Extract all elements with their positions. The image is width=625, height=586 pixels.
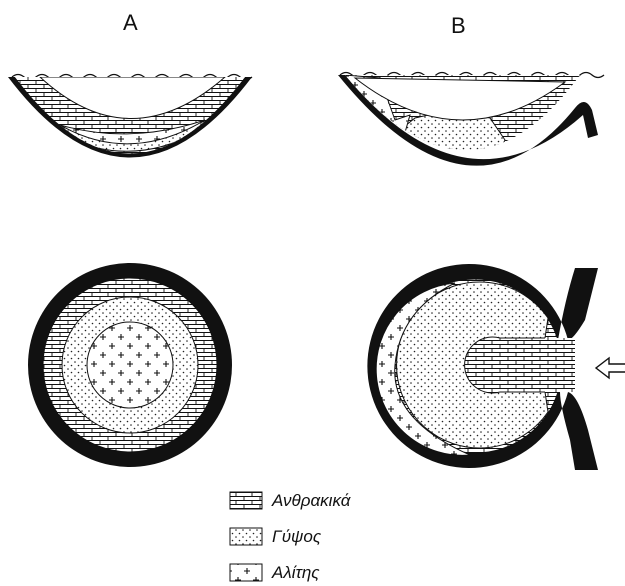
- gypsum-layer-b: [400, 110, 505, 185]
- legend-item-carbonates: Ανθρακικά: [230, 491, 352, 510]
- legend-swatch-carbonates: [230, 492, 262, 509]
- panel-a-label: A: [123, 10, 138, 35]
- legend-label-halite: Αλίτης: [271, 563, 320, 582]
- legend-swatch-halite: [230, 564, 262, 581]
- legend-label-carbonates: Ανθρακικά: [271, 491, 352, 510]
- legend-swatch-gypsum: [230, 528, 262, 545]
- cross-section-a: [8, 70, 252, 190]
- halite-core-a: [87, 322, 173, 408]
- panel-b-label: B: [451, 13, 466, 38]
- plan-view-a: [28, 263, 232, 467]
- legend-label-gypsum: Γύψος: [272, 527, 322, 546]
- plan-view-b: [367, 264, 625, 470]
- inflow-channel-b: [545, 338, 575, 392]
- legend-item-gypsum: Γύψος: [230, 527, 322, 546]
- legend: Ανθρακικά Γύψος Αλίτης: [230, 491, 352, 582]
- inflow-arrow-icon: [596, 358, 625, 378]
- cross-section-b: [338, 70, 604, 190]
- legend-item-halite: Αλίτης: [230, 563, 320, 582]
